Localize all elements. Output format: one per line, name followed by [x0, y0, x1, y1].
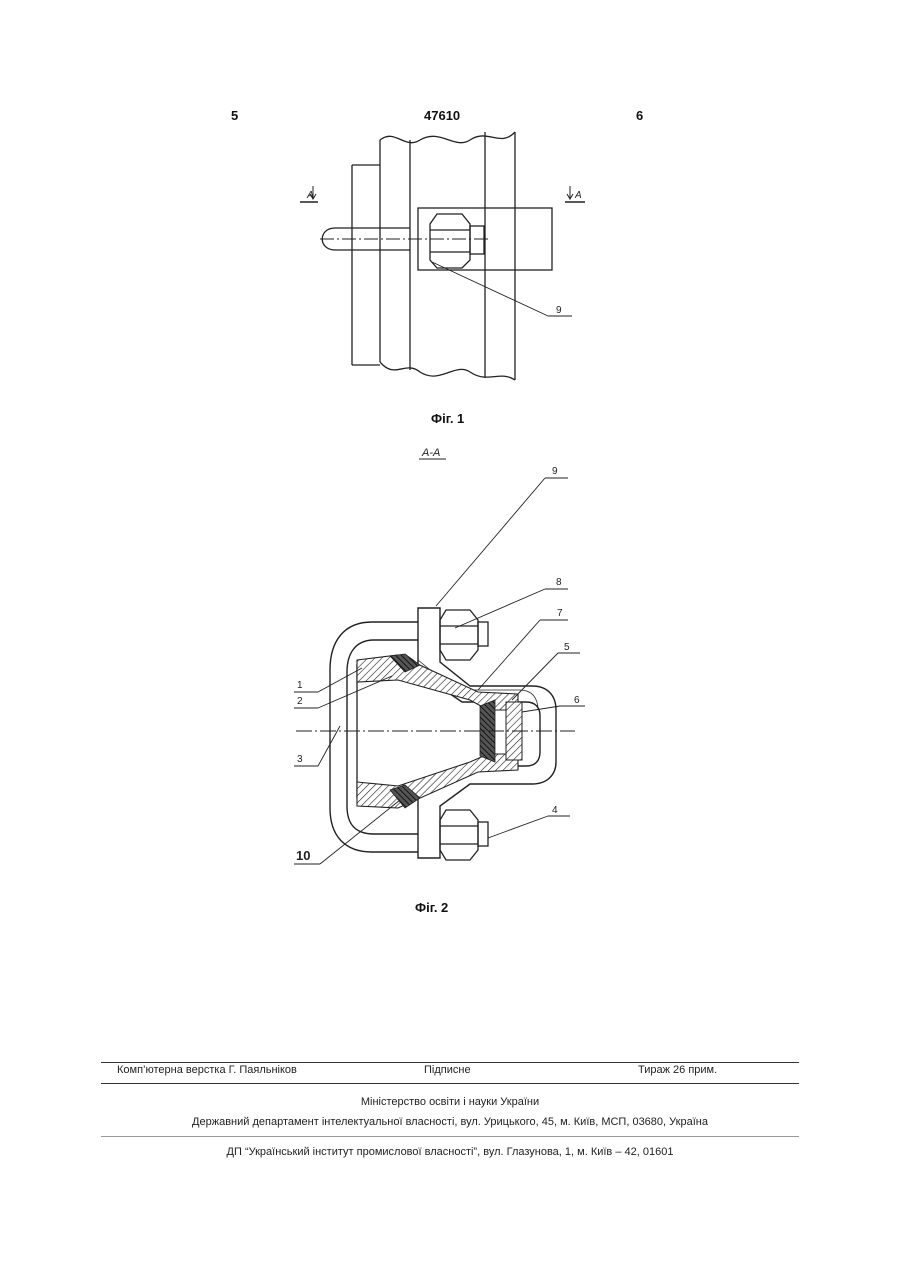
callout-9: 9 [552, 466, 558, 477]
figure-2 [294, 459, 585, 864]
technical-drawing: A A 9 A-A 1 2 3 4 5 6 7 8 9 10 [0, 0, 900, 930]
callout-10: 10 [296, 848, 310, 863]
section-mark-right: A [574, 190, 582, 201]
callout-6: 6 [574, 695, 580, 706]
footer-layout: Комп’ютерна верстка Г. Паяльніков [117, 1064, 297, 1076]
callout-5: 5 [564, 642, 570, 653]
footer-ministry: Міністерство освіти і науки України [101, 1096, 799, 1108]
figure-2-caption: Фіг. 2 [415, 900, 448, 915]
callout-2: 2 [297, 696, 303, 707]
callout-7: 7 [557, 608, 563, 619]
figure-1-caption: Фіг. 1 [431, 411, 464, 426]
footer-rule-top [101, 1062, 799, 1063]
callout-3: 3 [297, 754, 303, 765]
callout-1: 1 [297, 680, 303, 691]
footer-circulation: Тираж 26 прим. [638, 1064, 717, 1076]
section-title: A-A [421, 447, 440, 459]
footer-rule-bottom [101, 1136, 799, 1137]
footer-rule-middle [101, 1083, 799, 1084]
footer-department: Державний департамент інтелектуальної вл… [101, 1116, 799, 1128]
callout-8: 8 [556, 577, 562, 588]
footer-institute: ДП “Український інститут промислової вла… [101, 1146, 799, 1158]
fig1-callout-9: 9 [556, 305, 562, 316]
footer-signed: Підписне [424, 1064, 471, 1076]
figure-1 [300, 132, 585, 380]
section-mark-left: A [306, 190, 314, 201]
callout-4: 4 [552, 805, 558, 816]
